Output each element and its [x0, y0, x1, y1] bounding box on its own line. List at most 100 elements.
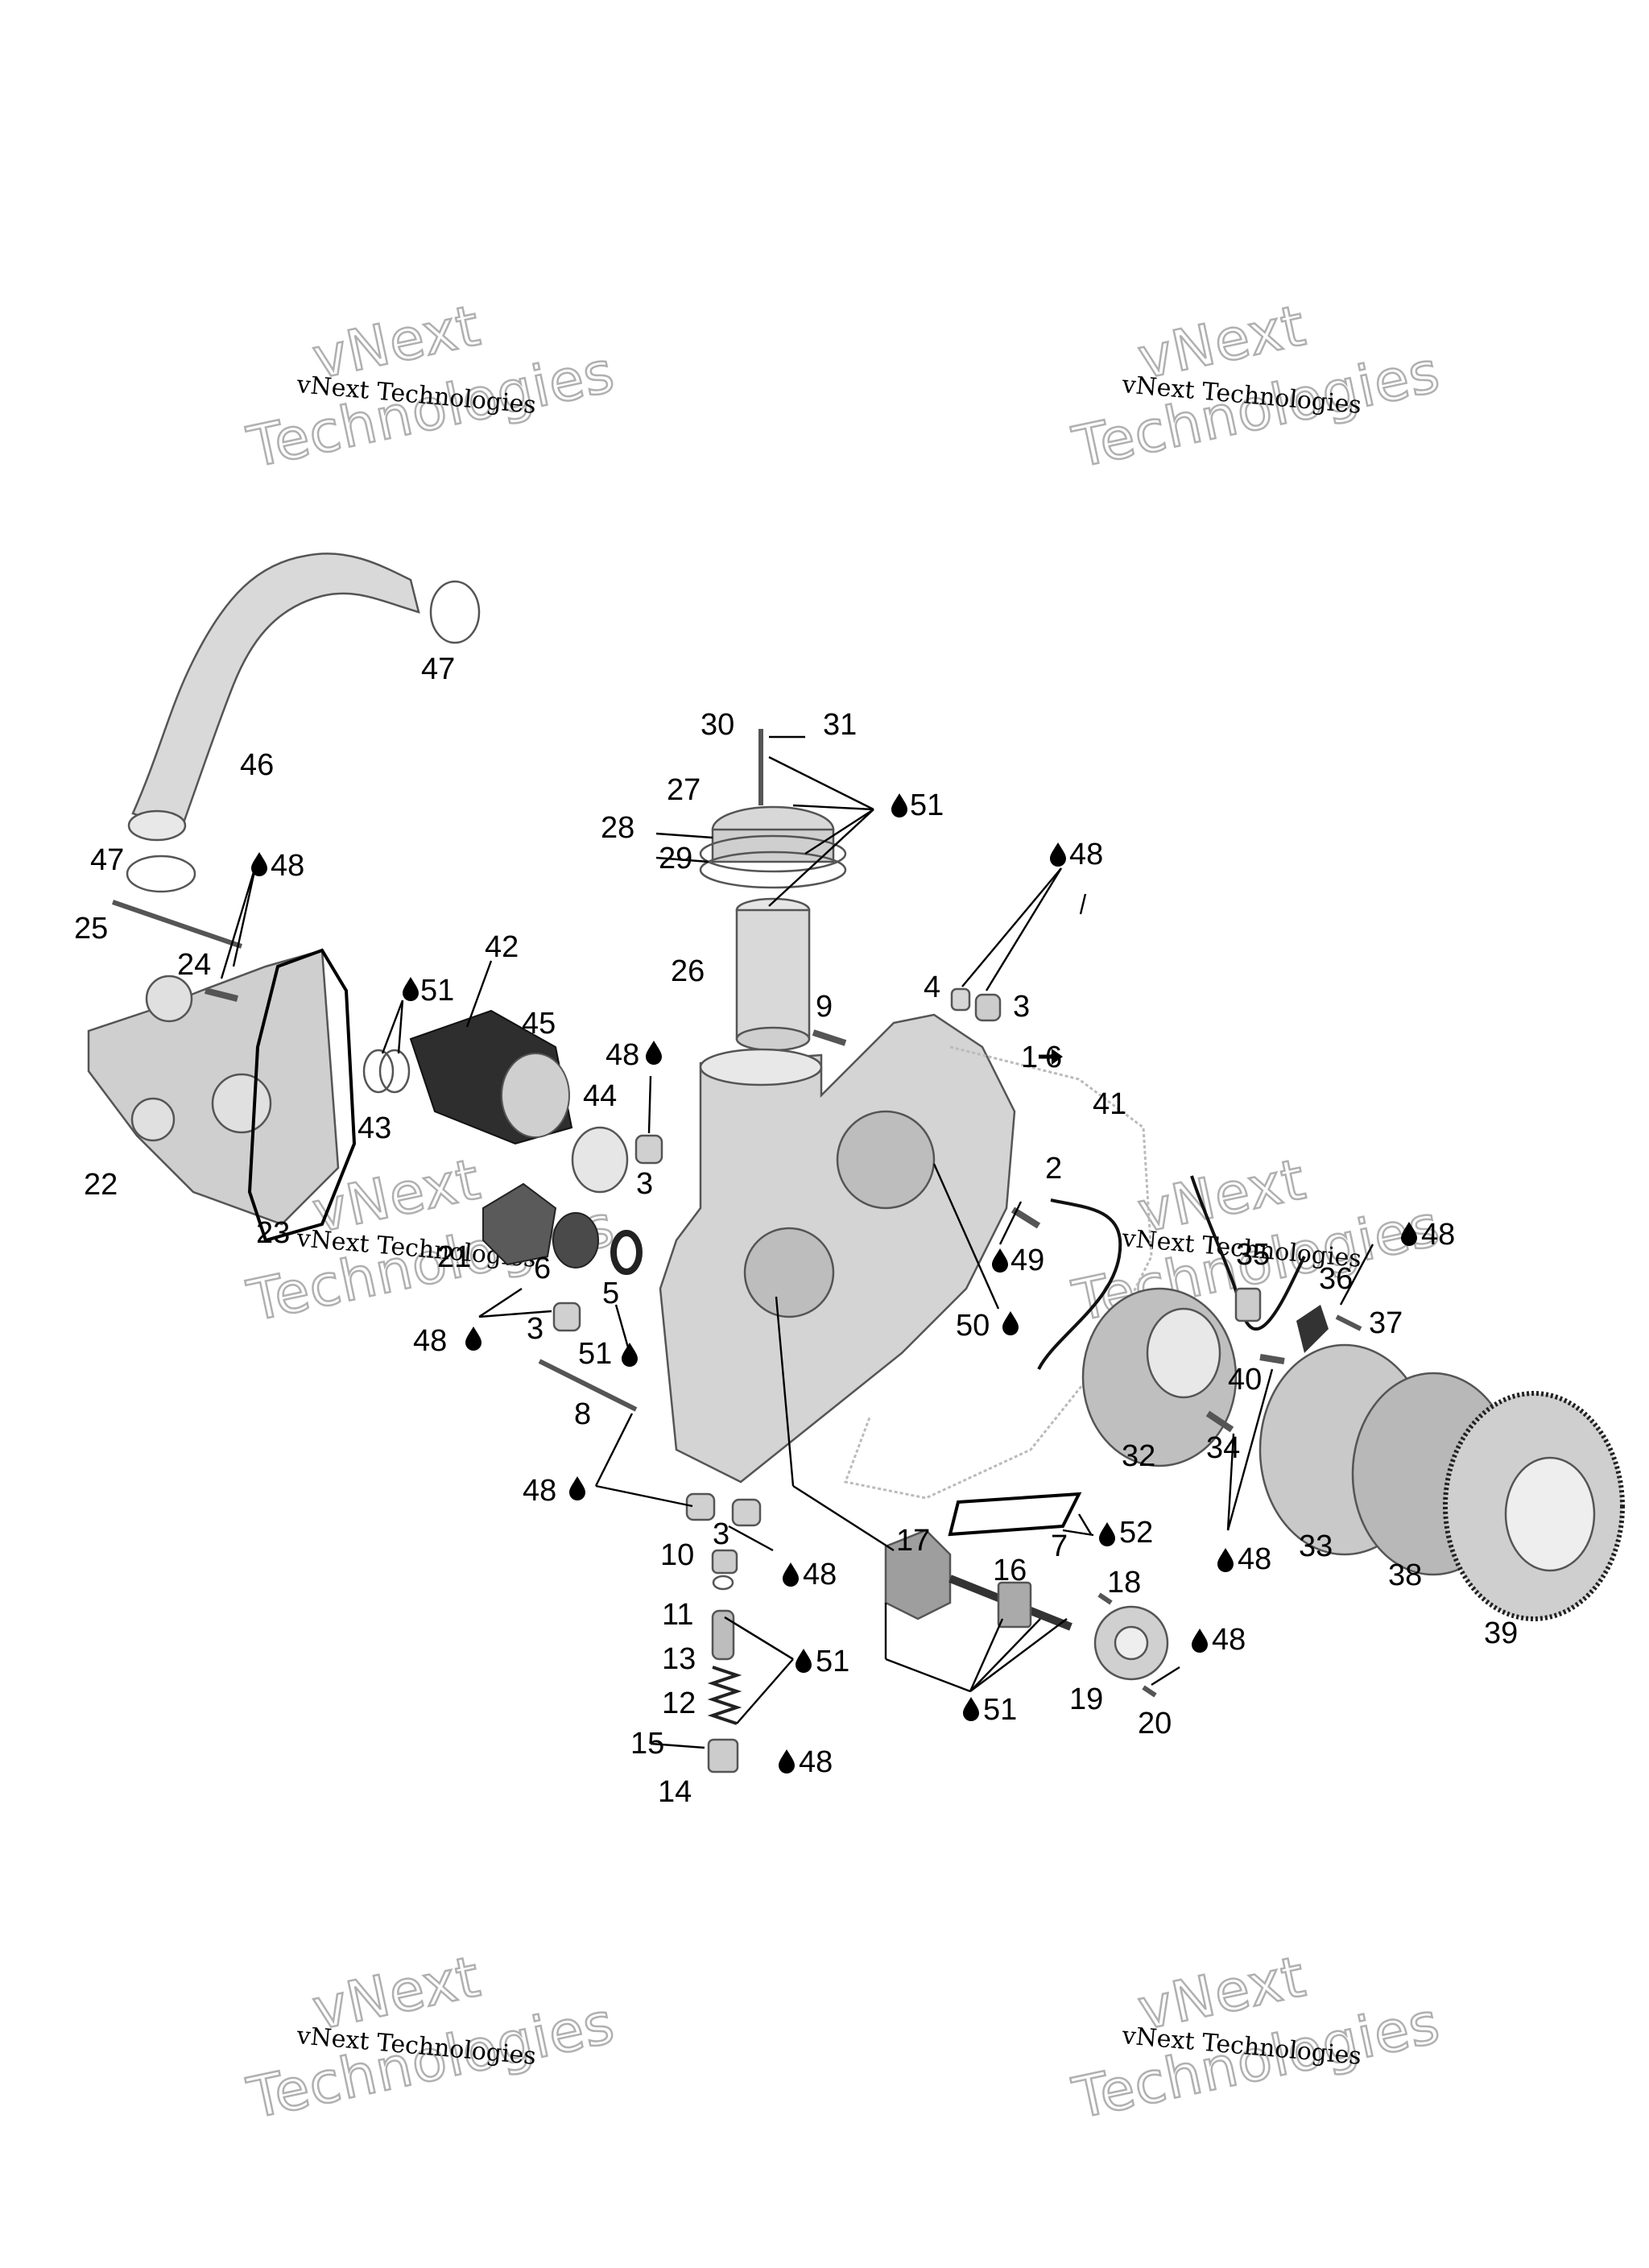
clamp-part [429, 580, 481, 644]
drop-icon [779, 1749, 795, 1773]
part-number-label: 48 [1212, 1623, 1246, 1657]
drop-icon [992, 1248, 1008, 1273]
part-number-label: 26 [671, 954, 705, 988]
part-number-label: 38 [1388, 1558, 1422, 1592]
bolt-part [1010, 1206, 1041, 1229]
part-number-label: 25 [74, 912, 108, 946]
part-number-label: 12 [662, 1687, 696, 1720]
part-number-label: 51 [420, 974, 454, 1008]
part-number-label: 48 [1238, 1542, 1271, 1576]
part-number-label: 29 [659, 842, 692, 875]
valve-part [711, 1549, 738, 1575]
drop-icon [1050, 842, 1066, 867]
part-number-label: 3 [636, 1167, 653, 1201]
drop-icon [1099, 1522, 1115, 1546]
part-number-label: 17 [896, 1524, 930, 1558]
bolt-part [205, 987, 238, 1002]
bolt-part [812, 1029, 847, 1046]
cap-part [552, 1302, 581, 1332]
part-number-label: 31 [823, 708, 857, 742]
watermark-bottom-right: vNext Technologies vNext Technologies [1066, 1943, 1446, 2133]
part-number-label: 3 [527, 1312, 543, 1346]
hose-end [127, 809, 187, 842]
part-number-label: 19 [1069, 1682, 1103, 1716]
part-number-label: 28 [601, 811, 634, 845]
drop-icon [1192, 1629, 1208, 1653]
part-number-label: 4 [924, 971, 940, 1004]
clamp-part [571, 1126, 629, 1194]
part-number-label: 51 [910, 788, 944, 822]
part-number-label: 14 [658, 1775, 692, 1809]
o-ring-part [362, 1049, 395, 1094]
cover-housing-part [659, 1013, 1016, 1484]
part-number-label: 44 [583, 1079, 617, 1113]
valve-ring [712, 1575, 734, 1591]
pump-port [130, 1097, 176, 1142]
part-number-label: 47 [421, 652, 455, 686]
cap-part [974, 993, 1002, 1022]
part-number-label: 46 [240, 748, 274, 782]
part-number-label: 51 [578, 1337, 612, 1371]
part-number-label: 49 [1010, 1244, 1044, 1277]
part-labels: 47 46 47 48 25 24 22 23 42 51 45 43 44 4… [74, 652, 1518, 1809]
part-number-label: 40 [1228, 1363, 1262, 1397]
drop-icon [963, 1697, 979, 1721]
sensor-part [1234, 1287, 1262, 1322]
bolt-part [1142, 1685, 1157, 1698]
o-ring-part [699, 834, 847, 873]
bolt-part [1097, 1592, 1113, 1605]
bolt-part [1205, 1410, 1234, 1433]
part-number-label: 6 [534, 1252, 551, 1285]
bolt-part [1259, 1354, 1285, 1364]
cap-part [634, 1134, 663, 1165]
part-number-label: 35 [1236, 1238, 1270, 1272]
cap-part [950, 987, 971, 1012]
stator-core [1146, 1307, 1221, 1399]
filter-cap-part [711, 828, 835, 863]
leader-lines [220, 735, 1374, 1749]
filter-part [735, 908, 811, 1041]
part-number-label: 37 [1369, 1306, 1403, 1340]
part-number-label: 8 [574, 1397, 591, 1431]
part-number-label: 45 [522, 1007, 556, 1041]
part-number-label: 52 [1119, 1516, 1153, 1550]
hose-part [131, 553, 420, 831]
drop-icon [796, 1649, 812, 1673]
part-number-label: 3 [1013, 990, 1030, 1024]
part-number-label: 48 [1069, 838, 1103, 871]
part-number-label: 42 [485, 930, 519, 964]
part-number-label: 51 [816, 1645, 849, 1678]
drop-icon [403, 977, 419, 1001]
part-number-label: 22 [84, 1168, 118, 1202]
ring-part [610, 1230, 643, 1275]
part-number-label: 7 [1051, 1529, 1068, 1563]
watermark-bottom-left: vNext Technologies vNext Technologies [241, 1943, 621, 2133]
part-number-label: 48 [523, 1474, 556, 1508]
part-number-label: 10 [660, 1538, 694, 1572]
arrow-right-icon [1039, 1049, 1063, 1065]
part-number-label: 32 [1122, 1439, 1155, 1473]
part-number-label: 16 [993, 1554, 1027, 1587]
drop-icon [783, 1562, 799, 1587]
bolt-part [538, 1359, 638, 1412]
drop-icon [891, 793, 907, 817]
filter-part [735, 1026, 811, 1052]
housing-tube [699, 1048, 823, 1086]
part-number-label: 9 [816, 990, 833, 1024]
part-number-label: 18 [1107, 1566, 1141, 1600]
cap-part [731, 1498, 762, 1527]
part-number-label: 21 [437, 1240, 471, 1274]
part-number-label: 20 [1138, 1707, 1172, 1740]
drop-icon [1002, 1311, 1019, 1335]
drop-icon [1217, 1548, 1234, 1572]
part-number-label: 30 [701, 708, 734, 742]
drop-icon [646, 1041, 662, 1065]
part-number-label: 13 [662, 1642, 696, 1676]
sleeve-end [501, 1053, 570, 1138]
part-number-label: 5 [602, 1277, 619, 1310]
part-number-label: 11 [662, 1598, 693, 1632]
part-number-label: 23 [256, 1216, 290, 1250]
wire-part [1037, 1198, 1122, 1370]
part-number-label: 43 [357, 1111, 391, 1145]
